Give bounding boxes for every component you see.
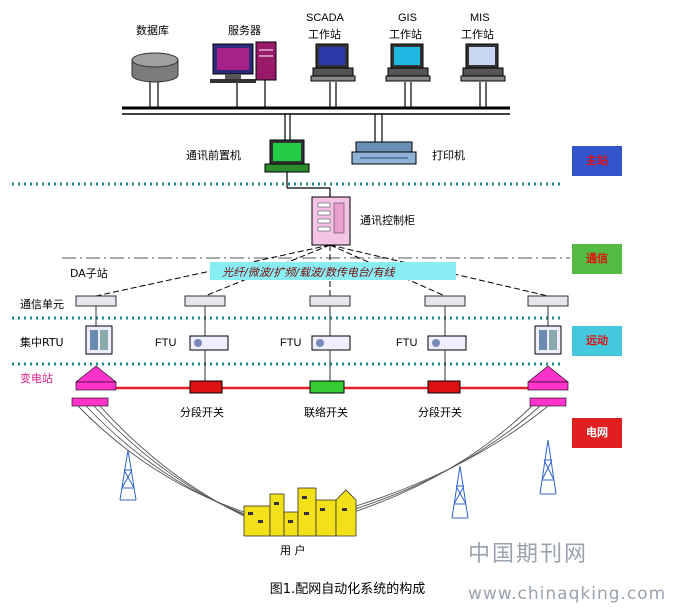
server-label: 服务器 — [228, 24, 261, 37]
layer-tag-comm: 通信 — [572, 244, 622, 274]
layer-tag-remote: 远动 — [572, 326, 622, 356]
scada-label: SCADA — [306, 12, 344, 24]
transmission-tower-icon — [451, 465, 469, 519]
comm-unit-row — [75, 295, 569, 307]
figure-caption: 图1.配网自动化系统的构成 — [269, 582, 426, 597]
comm-cabinet-icon — [311, 196, 351, 246]
tie-switch-label: 联络开关 — [304, 406, 348, 419]
channel-box — [210, 262, 456, 280]
mis-label: MIS — [470, 12, 490, 24]
sectionalizing-switch-icon — [189, 380, 223, 394]
channel-label: 光纤/微波/扩频/载波/数传电台/有线 — [222, 266, 395, 279]
scada-workstation-icon — [310, 43, 356, 82]
ftu-label: FTU — [280, 337, 302, 349]
layer-tag-master: 主站 — [572, 146, 622, 176]
switch-label: 分段开关 — [180, 406, 224, 419]
layer-tag-grid: 电网 — [572, 418, 622, 448]
da-substation-label: DA子站 — [70, 267, 108, 280]
gis-workstation-icon — [385, 43, 431, 82]
transmission-tower-icon — [119, 449, 137, 501]
database-icon — [131, 52, 179, 83]
substation-label: 变电站 — [20, 372, 53, 385]
ftu-label: FTU — [155, 337, 177, 349]
watermark-url: www.chinaqking.com — [468, 584, 667, 604]
comm-unit-icon — [184, 295, 226, 307]
rtu-cabinet-icon — [85, 325, 113, 355]
switch-label: 分段开关 — [418, 406, 462, 419]
gis-label-sub: 工作站 — [389, 28, 422, 41]
transmission-tower-icon — [539, 439, 557, 495]
comm-unit-icon — [75, 295, 117, 307]
sectionalizing-switch-icon — [427, 380, 461, 394]
front-end-processor-icon — [264, 139, 310, 173]
substation-icon — [527, 365, 569, 407]
front-end-label: 通讯前置机 — [186, 149, 241, 162]
comm-unit-label: 通信单元 — [20, 298, 64, 311]
users-label: 用 户 — [280, 544, 306, 557]
printer-label: 打印机 — [432, 149, 465, 162]
ftu-label: FTU — [396, 337, 418, 349]
comm-unit-icon — [527, 295, 569, 307]
printer-icon — [351, 141, 417, 165]
rtu-label: 集中RTU — [20, 336, 64, 349]
substation-icon — [71, 365, 117, 407]
watermark-title: 中国期刊网 — [468, 542, 589, 567]
scada-label-sub: 工作站 — [308, 28, 341, 41]
tie-switch-icon — [309, 380, 345, 394]
comm-cabinet-label: 通讯控制柜 — [360, 214, 415, 227]
mis-label-sub: 工作站 — [461, 28, 494, 41]
comm-unit-icon — [309, 295, 351, 307]
users-buildings-icon — [243, 487, 357, 537]
server-icon — [210, 41, 277, 83]
database-label: 数据库 — [136, 24, 169, 37]
comm-unit-icon — [424, 295, 466, 307]
mis-workstation-icon — [460, 43, 506, 82]
gis-label: GIS — [398, 12, 417, 24]
rtu-cabinet-icon — [534, 325, 562, 355]
